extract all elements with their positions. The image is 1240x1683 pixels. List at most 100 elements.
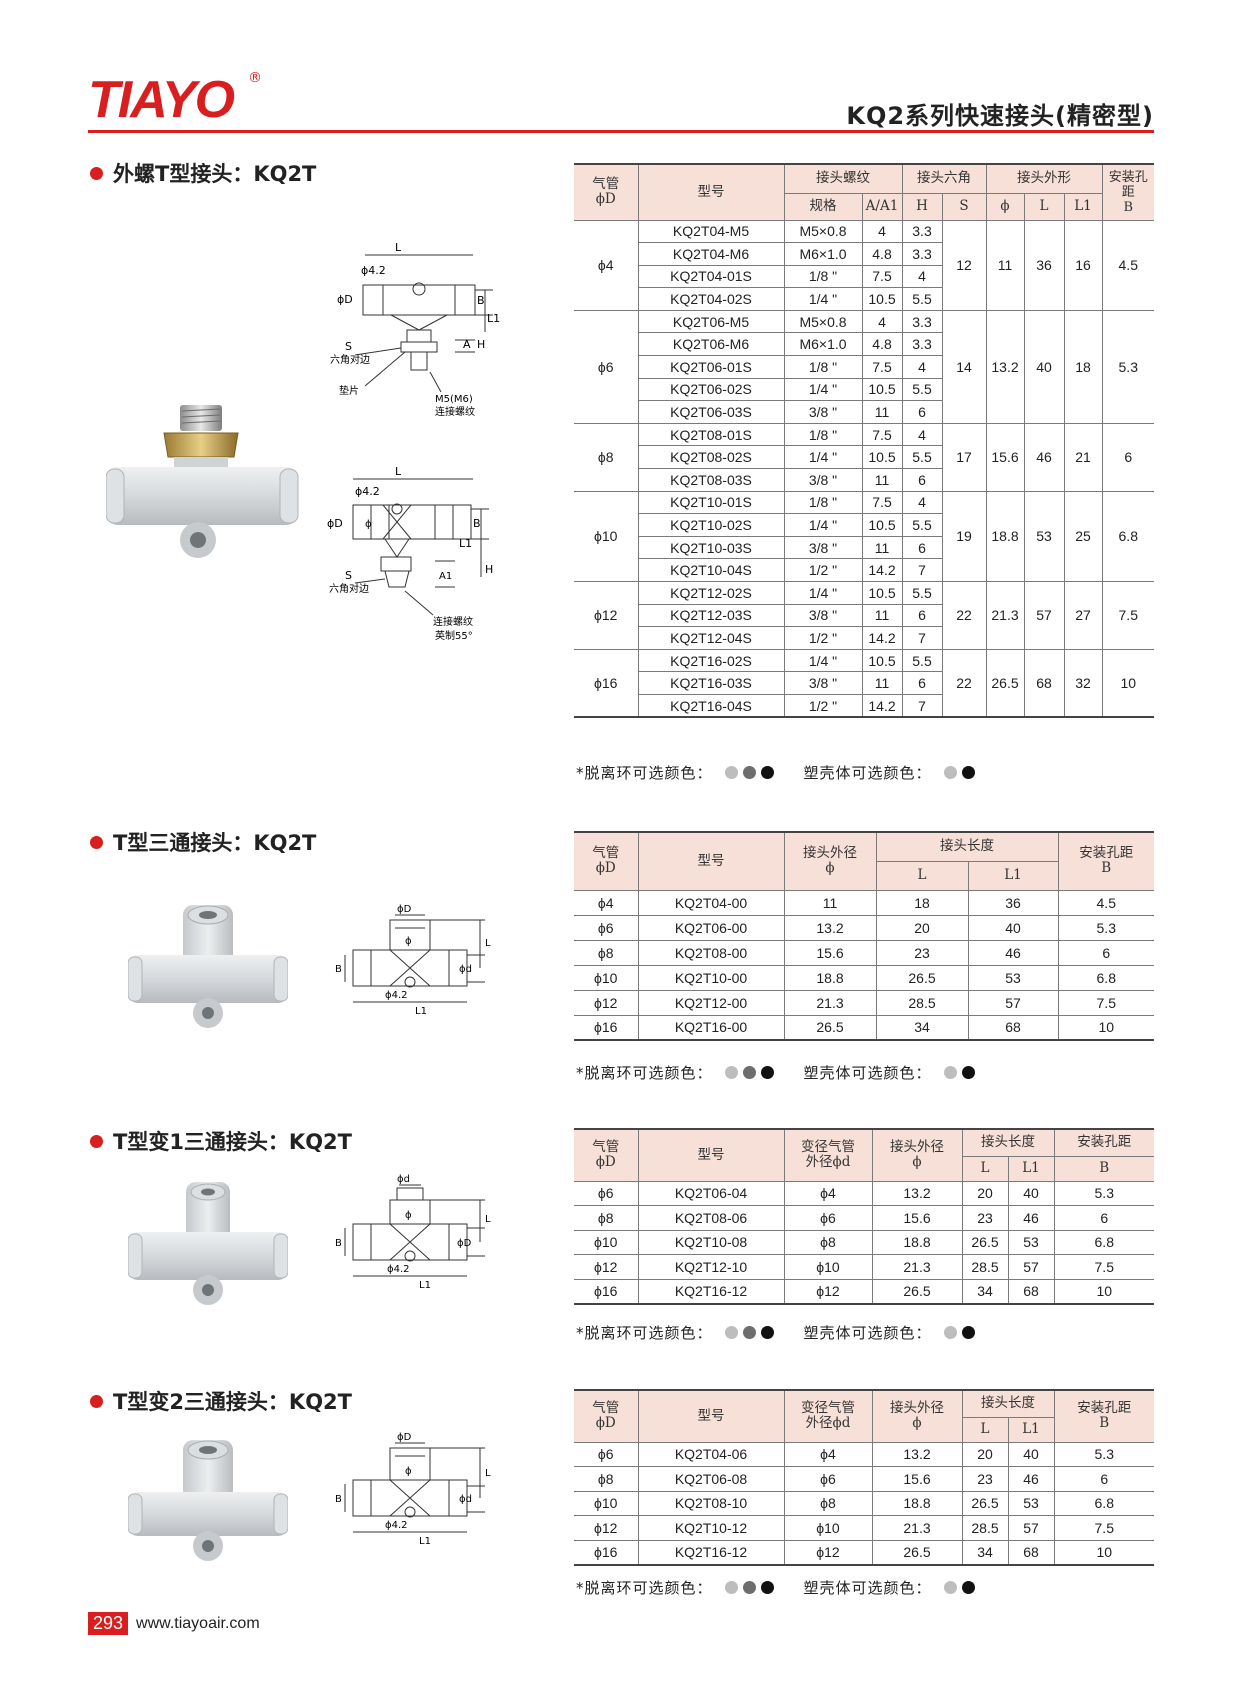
cell-h: 6 xyxy=(901,671,942,695)
cell-d: ϕ10 xyxy=(574,1229,639,1256)
cell-phi: 26.5 xyxy=(871,1539,963,1566)
cell-b: 10 xyxy=(1053,1539,1154,1566)
cell-spec: 1/2 " xyxy=(783,558,863,582)
cell-phi: 21.3 xyxy=(985,581,1025,650)
color-dot-mid xyxy=(742,766,756,779)
col-header-var: 变径气管外径ϕd xyxy=(783,1389,873,1443)
cell-l1: 46 xyxy=(1007,1205,1055,1231)
cell-spec: 3/8 " xyxy=(783,535,863,560)
cell-b: 10 xyxy=(1053,1278,1154,1305)
col-header-len: 接头长度 xyxy=(961,1128,1055,1157)
cell-spec: 1/4 " xyxy=(783,287,863,311)
dim-label-L1: L1 xyxy=(415,1006,427,1017)
cell-h: 4 xyxy=(901,264,942,289)
dim-label-L: L xyxy=(395,241,402,254)
cell-aa1: 7.5 xyxy=(861,264,903,289)
section-title-3: T型变1三通接头：KQ2T xyxy=(90,1126,352,1156)
cell-l: 53 xyxy=(1023,490,1065,583)
cell-l1: 27 xyxy=(1063,581,1103,650)
union-tee-photo xyxy=(128,905,288,1028)
dim-label-B: B xyxy=(477,294,485,307)
dim-label-L1: L1 xyxy=(487,312,500,325)
dim-label-d: ϕd xyxy=(459,964,472,975)
dim-label-A1: A1 xyxy=(439,571,452,582)
cell-h: 6 xyxy=(901,603,942,628)
dim-label-B: B xyxy=(335,1494,342,1505)
cell-b: 6 xyxy=(1057,939,1154,966)
cell-aa1: 14.2 xyxy=(861,558,903,582)
cell-s: 22 xyxy=(941,648,987,718)
dim-label-phid: ϕd xyxy=(397,1174,410,1185)
cell-phi: 15.6 xyxy=(871,1466,963,1492)
cell-model: KQ2T10-04S xyxy=(638,558,785,582)
dim-label-H: H xyxy=(477,338,485,351)
cell-model: KQ2T04-M5 xyxy=(637,219,785,244)
cell-l1: 57 xyxy=(1007,1254,1055,1280)
cell-model: KQ2T16-12 xyxy=(637,1278,785,1305)
dim-label-S: S xyxy=(345,340,352,353)
cell-b: 4.5 xyxy=(1101,219,1154,311)
cell-spec: 1/2 " xyxy=(783,693,863,718)
color-options-2: *脱离环可选颜色： 塑壳体可选颜色： xyxy=(576,1062,975,1083)
body-color-label: 塑壳体可选颜色： xyxy=(803,1064,932,1082)
cell-l: 23 xyxy=(875,939,969,966)
dim-label-L: L xyxy=(485,1468,491,1479)
cell-d: ϕ6 xyxy=(574,1441,639,1468)
cell-spec: 1/8 " xyxy=(783,355,863,379)
cell-vd: ϕ10 xyxy=(783,1254,873,1280)
ring-color-label: *脱离环可选颜色： xyxy=(576,1324,713,1342)
cell-l: 34 xyxy=(961,1278,1009,1305)
col-header-len: 接头长度 xyxy=(875,831,1059,862)
cell-tube-d: ϕ16 xyxy=(574,648,639,718)
dim-label-phi42: ϕ4.2 xyxy=(385,1520,408,1531)
cell-l1: 68 xyxy=(1007,1539,1055,1566)
color-dot-light xyxy=(724,766,738,779)
col-header-model: 型号 xyxy=(637,1389,785,1443)
cell-vd: ϕ12 xyxy=(783,1539,873,1566)
dimension-drawing-3: ϕd ϕ B ϕD L ϕ4.2 L1 xyxy=(335,1174,491,1291)
dim-label-thread: 连接螺纹 xyxy=(435,405,475,418)
cell-model: KQ2T04-02S xyxy=(638,287,785,311)
bullet-icon xyxy=(90,835,103,849)
dim-label-phi: ϕ xyxy=(405,1466,412,1477)
cell-l1: 25 xyxy=(1063,490,1103,583)
cell-l1: 68 xyxy=(1007,1278,1055,1305)
col-header-l1: L1 xyxy=(1007,1416,1054,1443)
cell-model: KQ2T08-00 xyxy=(637,939,785,966)
ring-color-label: *脱离环可选颜色： xyxy=(576,764,713,782)
cell-phi: 21.3 xyxy=(783,989,877,1016)
cell-phi: 18.8 xyxy=(871,1490,963,1517)
col-header-l: L xyxy=(962,1416,1009,1443)
col-header-phi: ϕ xyxy=(985,192,1025,221)
bullet-icon xyxy=(90,1134,103,1148)
cell-aa1: 7.5 xyxy=(861,490,903,515)
dim-label-L1: L1 xyxy=(419,1536,431,1547)
color-options-3: *脱离环可选颜色： 塑壳体可选颜色： xyxy=(576,1322,975,1343)
col-header-s: S xyxy=(941,192,987,221)
cell-d: ϕ8 xyxy=(574,939,639,966)
cell-model: KQ2T12-04S xyxy=(638,626,785,650)
color-dot-light xyxy=(943,766,957,779)
cell-aa1: 14.2 xyxy=(861,693,903,718)
ring-color-label: *脱离环可选颜色： xyxy=(576,1064,713,1082)
cell-model: KQ2T06-01S xyxy=(638,355,785,379)
cell-b: 5.3 xyxy=(1101,309,1154,424)
color-dot-light xyxy=(724,1326,738,1339)
cell-phi: 21.3 xyxy=(871,1515,963,1541)
dim-label-L: L xyxy=(485,938,491,949)
cell-model: KQ2T16-04S xyxy=(638,693,785,718)
